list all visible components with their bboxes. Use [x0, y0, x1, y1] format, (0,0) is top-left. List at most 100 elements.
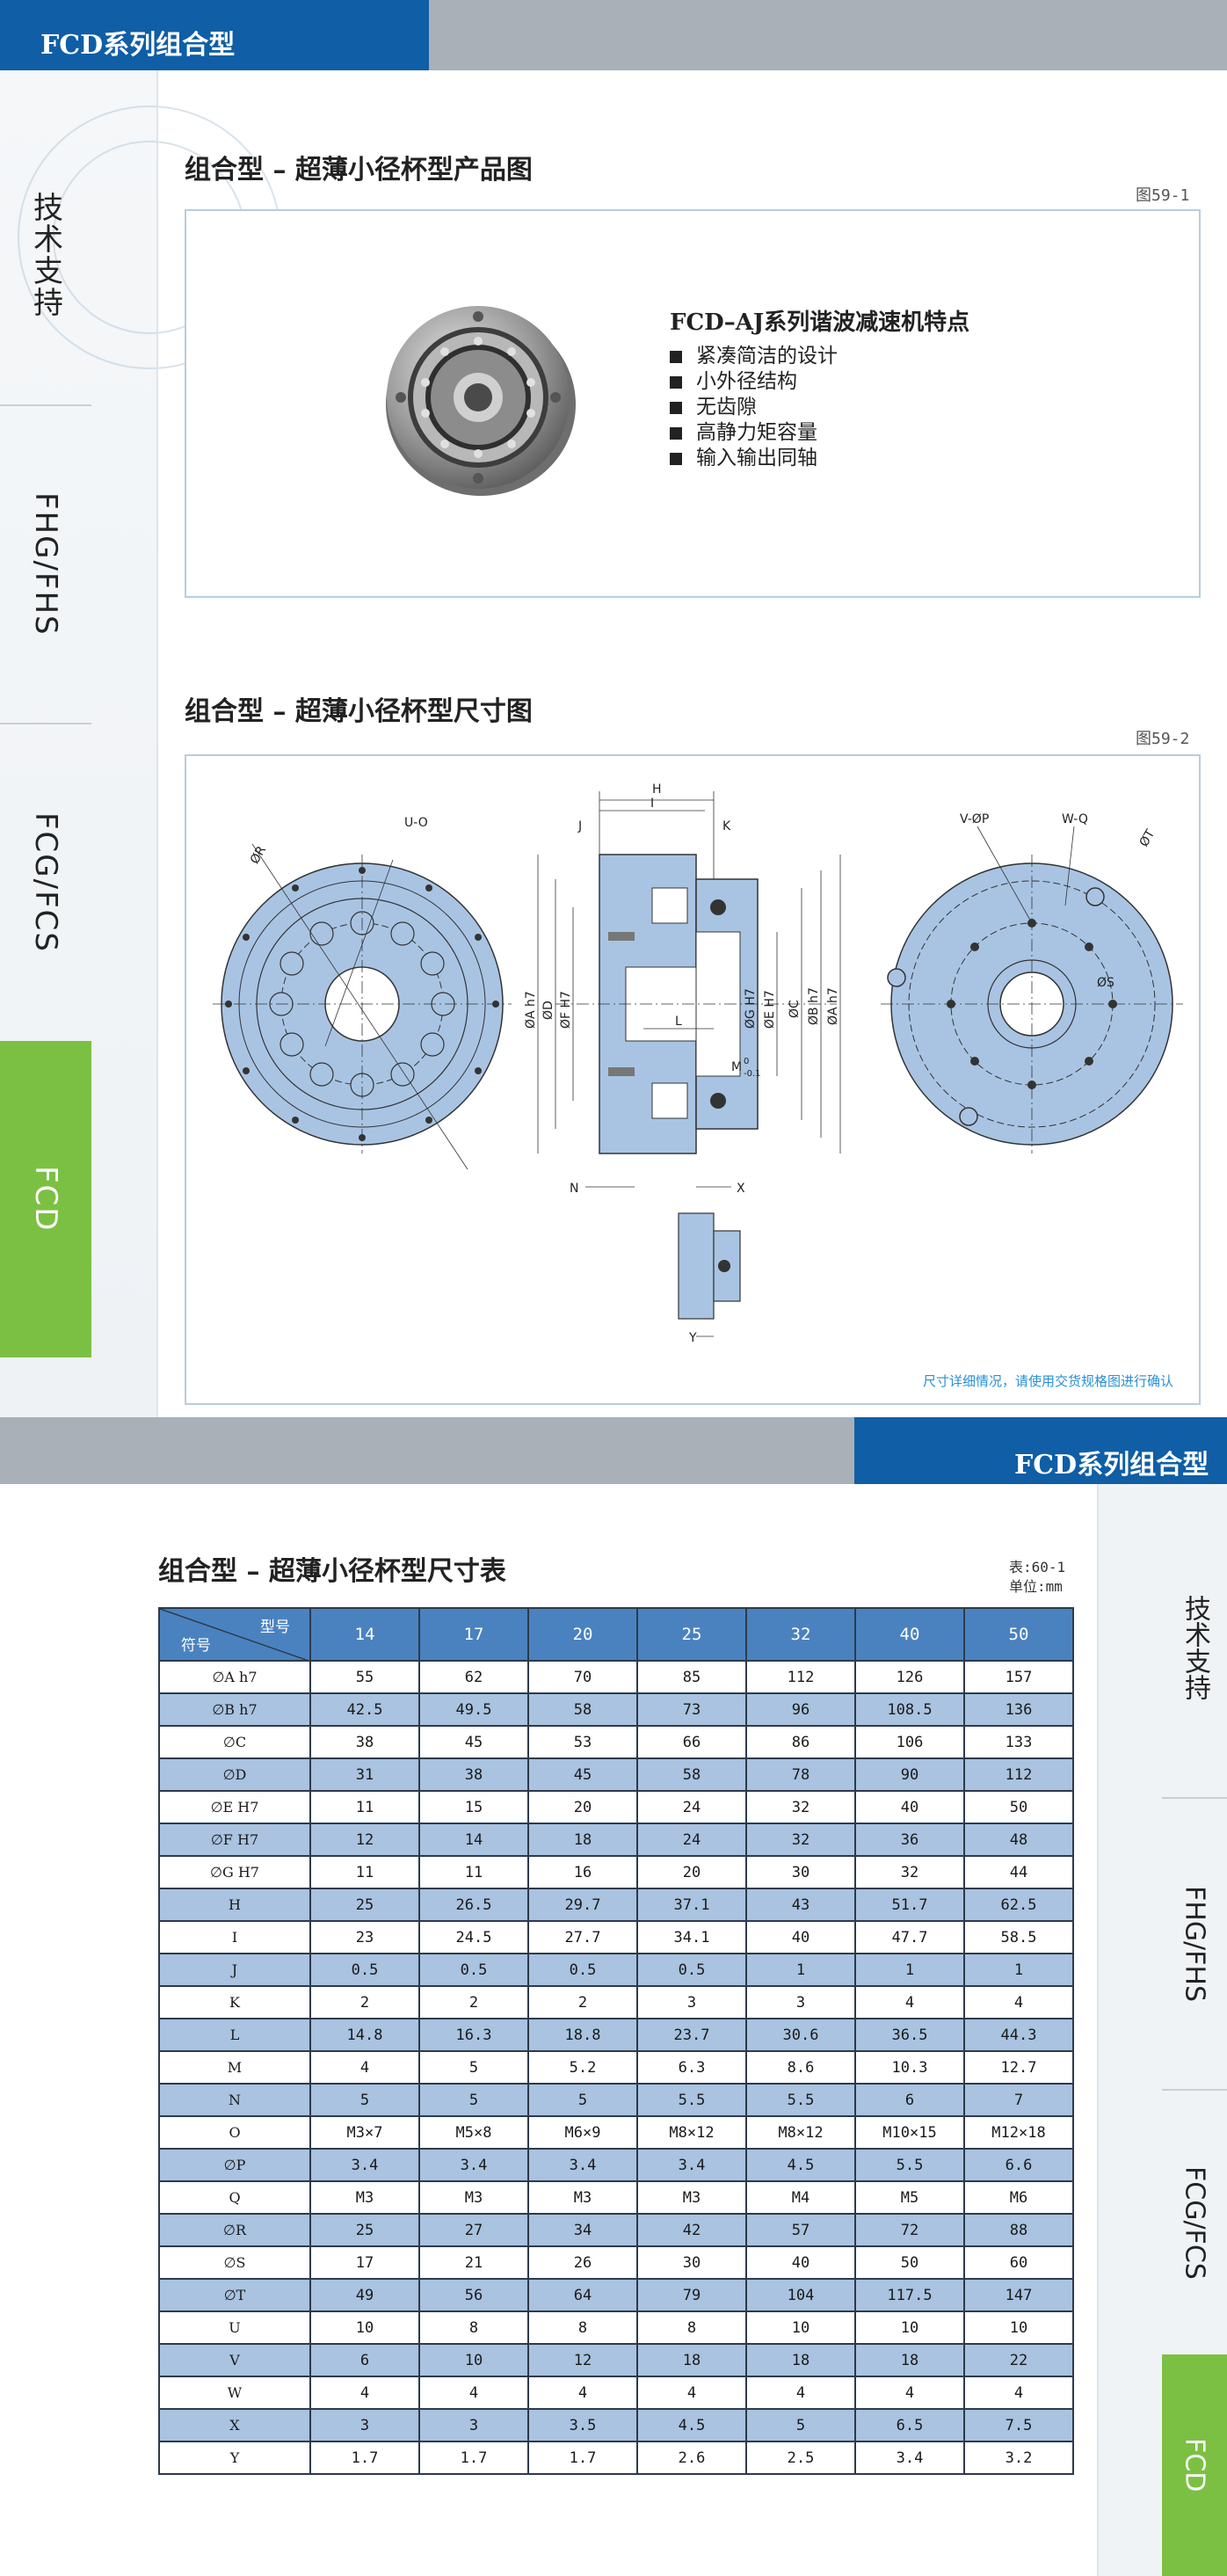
table-cell: 23.7 — [636, 2018, 747, 2052]
table-cell: 4 — [963, 2376, 1074, 2410]
table-cell: 64 — [527, 2278, 638, 2312]
table-cell: 4 — [636, 2376, 747, 2410]
row-symbol: ∅A h7 — [158, 1660, 311, 1694]
table-cell: 4.5 — [745, 2148, 856, 2182]
table-cell: 6.6 — [963, 2148, 1074, 2182]
dim-label-y: Y — [688, 1331, 697, 1345]
table-cell: M8×12 — [636, 2115, 747, 2150]
table-cell: 21 — [418, 2245, 529, 2280]
table-cell: 14.8 — [309, 2018, 420, 2052]
row-symbol: V — [158, 2343, 311, 2377]
table-cell: 2.6 — [636, 2441, 747, 2475]
table-cell: 5.2 — [527, 2050, 638, 2085]
dim-label-x: X — [737, 1182, 745, 1196]
row-symbol: ∅D — [158, 1757, 311, 1792]
table-cell: 49 — [309, 2278, 420, 2312]
table-cell: 0.5 — [418, 1953, 529, 1987]
sidebar-tab-fcg-fcs[interactable]: FCG/FCS — [1179, 2165, 1210, 2280]
input-side-view: V-ØP W-Q ØT ØS — [881, 812, 1183, 1153]
table-cell: 2 — [418, 1985, 529, 2019]
row-symbol: M — [158, 2050, 311, 2085]
table-cell: M5 — [854, 2180, 965, 2215]
dim-label-h: H — [652, 782, 662, 797]
table-cell: 18 — [636, 2343, 747, 2377]
table-cell: 20 — [636, 1855, 747, 1889]
sidebar-tab-tech-support[interactable]: 技术支持 — [1180, 1595, 1210, 1700]
table-cell: 6 — [309, 2343, 420, 2377]
table-cell: 2 — [527, 1985, 638, 2019]
model-header: 50 — [963, 1607, 1074, 1662]
table-cell: 1 — [854, 1953, 965, 1987]
table-cell: 3 — [309, 2408, 420, 2442]
table-cell: 24 — [636, 1790, 747, 1824]
table-cell: 112 — [745, 1660, 856, 1694]
cross-section-view: H I J K ØA h7 ØD ØF H7 ØG H7 ØE H7 ØC ØB… — [524, 782, 841, 1196]
table-cell: 136 — [963, 1692, 1074, 1727]
table-cell: 4.5 — [636, 2408, 747, 2442]
table-header-row: 型号 符号 14 17 20 25 32 40 50 — [158, 1607, 1074, 1662]
table-cell: 3.5 — [527, 2408, 638, 2442]
feature-item: 紧凑简洁的设计 — [670, 344, 969, 369]
table-cell: 47.7 — [854, 1920, 965, 1954]
table-meta: 表:60-1 单位:mm — [1009, 1558, 1065, 1597]
sidebar-tab-tech-support[interactable]: 技术支持 — [27, 192, 63, 318]
table-cell: 12 — [309, 1823, 420, 1857]
table-cell: 10.3 — [854, 2050, 965, 2085]
table-corner-cell: 型号 符号 — [158, 1607, 311, 1662]
table-cell: 117.5 — [854, 2278, 965, 2312]
catalog-page-59: FCD系列组合型 技术支持 FHG/FHS FCG/FCS FCD 组合型 – … — [0, 0, 1227, 1417]
dim-label-m-tol-lower: -0.1 — [744, 1069, 761, 1079]
table-cell: 6.5 — [854, 2408, 965, 2442]
table-cell: 44 — [963, 1855, 1074, 1889]
table-cell: 72 — [854, 2213, 965, 2247]
row-symbol: Q — [158, 2180, 311, 2215]
row-symbol: ∅B h7 — [158, 1692, 311, 1727]
sidebar-divider — [1162, 1797, 1227, 1799]
table-title: 组合型 – 超薄小径杯型尺寸表 — [158, 1556, 506, 1587]
table-cell: 3 — [745, 1985, 856, 2019]
table-cell: 18 — [527, 1823, 638, 1857]
table-cell: 18 — [854, 2343, 965, 2377]
table-cell: 12 — [527, 2343, 638, 2377]
table-cell: 126 — [854, 1660, 965, 1694]
row-symbol: I — [158, 1920, 311, 1954]
table-cell: 12.7 — [963, 2050, 1074, 2085]
model-header: 25 — [636, 1607, 747, 1662]
sidebar-tab-fcd[interactable]: FCD — [0, 1041, 91, 1357]
table-cell: 3.4 — [309, 2148, 420, 2182]
table-cell: 4 — [309, 2376, 420, 2410]
table-cell: 4 — [854, 1985, 965, 2019]
table-cell: 5 — [418, 2050, 529, 2085]
table-cell: 10 — [854, 2310, 965, 2345]
table-cell: 10 — [745, 2310, 856, 2345]
table-cell: 86 — [745, 1725, 856, 1759]
output-side-view: ØR U-O — [213, 816, 512, 1170]
table-cell: 1.7 — [309, 2441, 420, 2475]
feature-item: 高静力矩容量 — [670, 420, 969, 446]
sidebar-tab-fhg-fhs[interactable]: FHG/FHS — [28, 492, 63, 637]
sidebar-tab-fcg-fcs[interactable]: FCG/FCS — [28, 812, 63, 953]
square-bullet-icon — [670, 350, 682, 363]
table-cell: 24.5 — [418, 1920, 529, 1954]
dim-label-a-h7: ØA h7 — [826, 987, 840, 1025]
table-cell: 34 — [527, 2213, 638, 2247]
model-header: 17 — [418, 1607, 529, 1662]
row-symbol: W — [158, 2376, 311, 2410]
table-cell: M10×15 — [854, 2115, 965, 2150]
sidebar-tab-fcd[interactable]: FCD — [1162, 2354, 1227, 2576]
table-cell: 30.6 — [745, 2018, 856, 2052]
sidebar-tab-fhg-fhs[interactable]: FHG/FHS — [1179, 1885, 1210, 2003]
table-cell: 49.5 — [418, 1692, 529, 1727]
